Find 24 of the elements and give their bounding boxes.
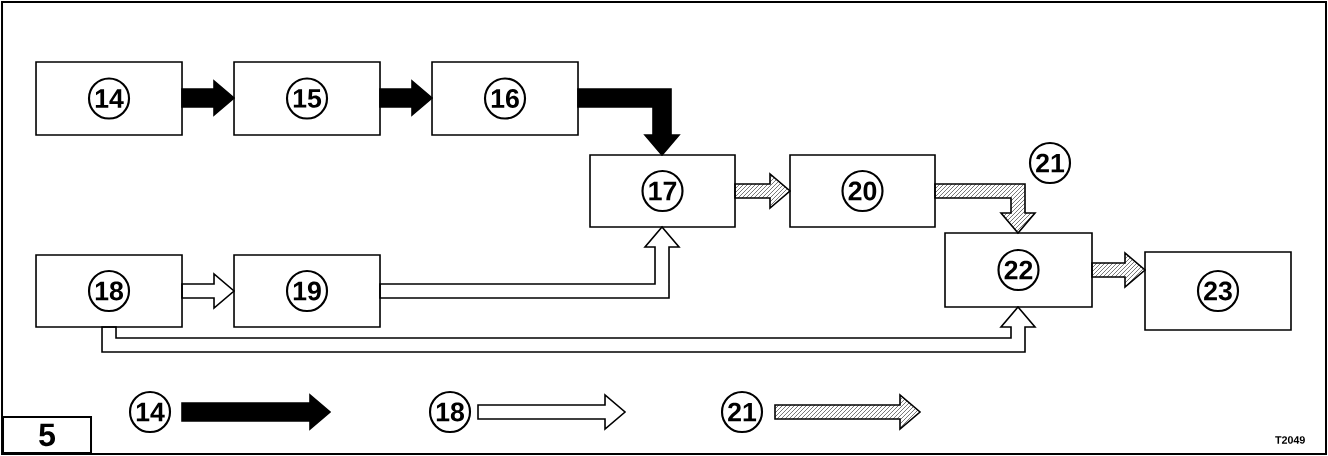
arrow bbox=[577, 88, 681, 157]
process-box: 23 bbox=[1144, 251, 1292, 331]
process-box: 14 bbox=[35, 61, 183, 136]
figure-code: T2049 bbox=[1275, 436, 1305, 444]
figure-number: 5 bbox=[2, 416, 92, 454]
arrow bbox=[734, 172, 792, 210]
process-box: 15 bbox=[233, 61, 381, 136]
legend-label: 18 bbox=[428, 390, 472, 434]
arrow bbox=[181, 79, 236, 117]
process-box: 16 bbox=[431, 61, 579, 136]
process-box: 22 bbox=[944, 232, 1093, 308]
process-box: 17 bbox=[589, 154, 736, 228]
arrow bbox=[1091, 251, 1147, 289]
arrow bbox=[101, 305, 1037, 353]
arrow bbox=[181, 272, 236, 310]
arrow bbox=[934, 183, 1037, 235]
legend-label: 14 bbox=[128, 390, 172, 434]
legend-label: 21 bbox=[720, 390, 764, 434]
arrow bbox=[379, 79, 434, 117]
process-box: 18 bbox=[35, 254, 183, 328]
process-box: 20 bbox=[789, 154, 936, 228]
callout-number: 21 bbox=[1028, 141, 1072, 185]
process-box: 19 bbox=[233, 254, 381, 328]
arrow bbox=[379, 225, 681, 299]
